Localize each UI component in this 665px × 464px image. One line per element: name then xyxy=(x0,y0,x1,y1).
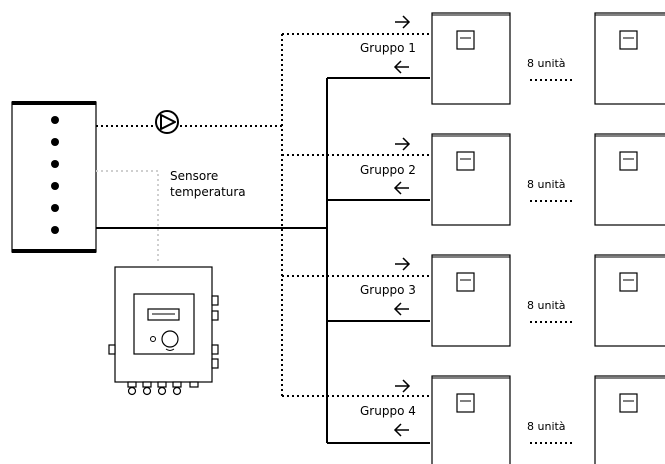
heat-unit-icon xyxy=(594,133,665,226)
heat-unit-icon xyxy=(594,375,665,464)
arrow-left-icon xyxy=(393,302,409,316)
sensor-label-line1: Sensore xyxy=(170,169,218,183)
heat-unit-icon xyxy=(431,133,511,226)
arrow-right-icon xyxy=(395,379,411,393)
group-4: Gruppo 4 8 unità xyxy=(360,375,665,464)
arrow-left-icon xyxy=(393,60,409,74)
group-3: Gruppo 3 8 unità xyxy=(360,254,665,347)
units-label: 8 unità xyxy=(527,178,566,191)
arrow-right-icon xyxy=(395,137,411,151)
group-label: Gruppo 4 xyxy=(360,404,416,418)
controller-icon xyxy=(108,266,219,396)
group-label: Gruppo 1 xyxy=(360,41,416,55)
arrow-right-icon xyxy=(395,15,411,29)
units-label: 8 unità xyxy=(527,299,566,312)
units-label: 8 unità xyxy=(527,420,566,433)
pump-icon xyxy=(155,110,179,134)
sensor-line xyxy=(96,170,159,262)
heat-unit-icon xyxy=(594,12,665,105)
arrow-right-icon xyxy=(395,257,411,271)
heat-unit-icon xyxy=(431,254,511,347)
group-1: Gruppo 1 8 unità xyxy=(360,12,665,105)
sensor-label-line2: temperatura xyxy=(170,185,246,199)
arrow-left-icon xyxy=(393,181,409,195)
arrow-left-icon xyxy=(393,423,409,437)
heat-unit-icon xyxy=(594,254,665,347)
heat-unit-icon xyxy=(431,375,511,464)
group-label: Gruppo 2 xyxy=(360,163,416,177)
group-label: Gruppo 3 xyxy=(360,283,416,297)
storage-tank-icon xyxy=(11,101,97,253)
group-2: Gruppo 2 8 unità xyxy=(360,133,665,226)
units-label: 8 unità xyxy=(527,57,566,70)
heat-unit-icon xyxy=(431,12,511,105)
